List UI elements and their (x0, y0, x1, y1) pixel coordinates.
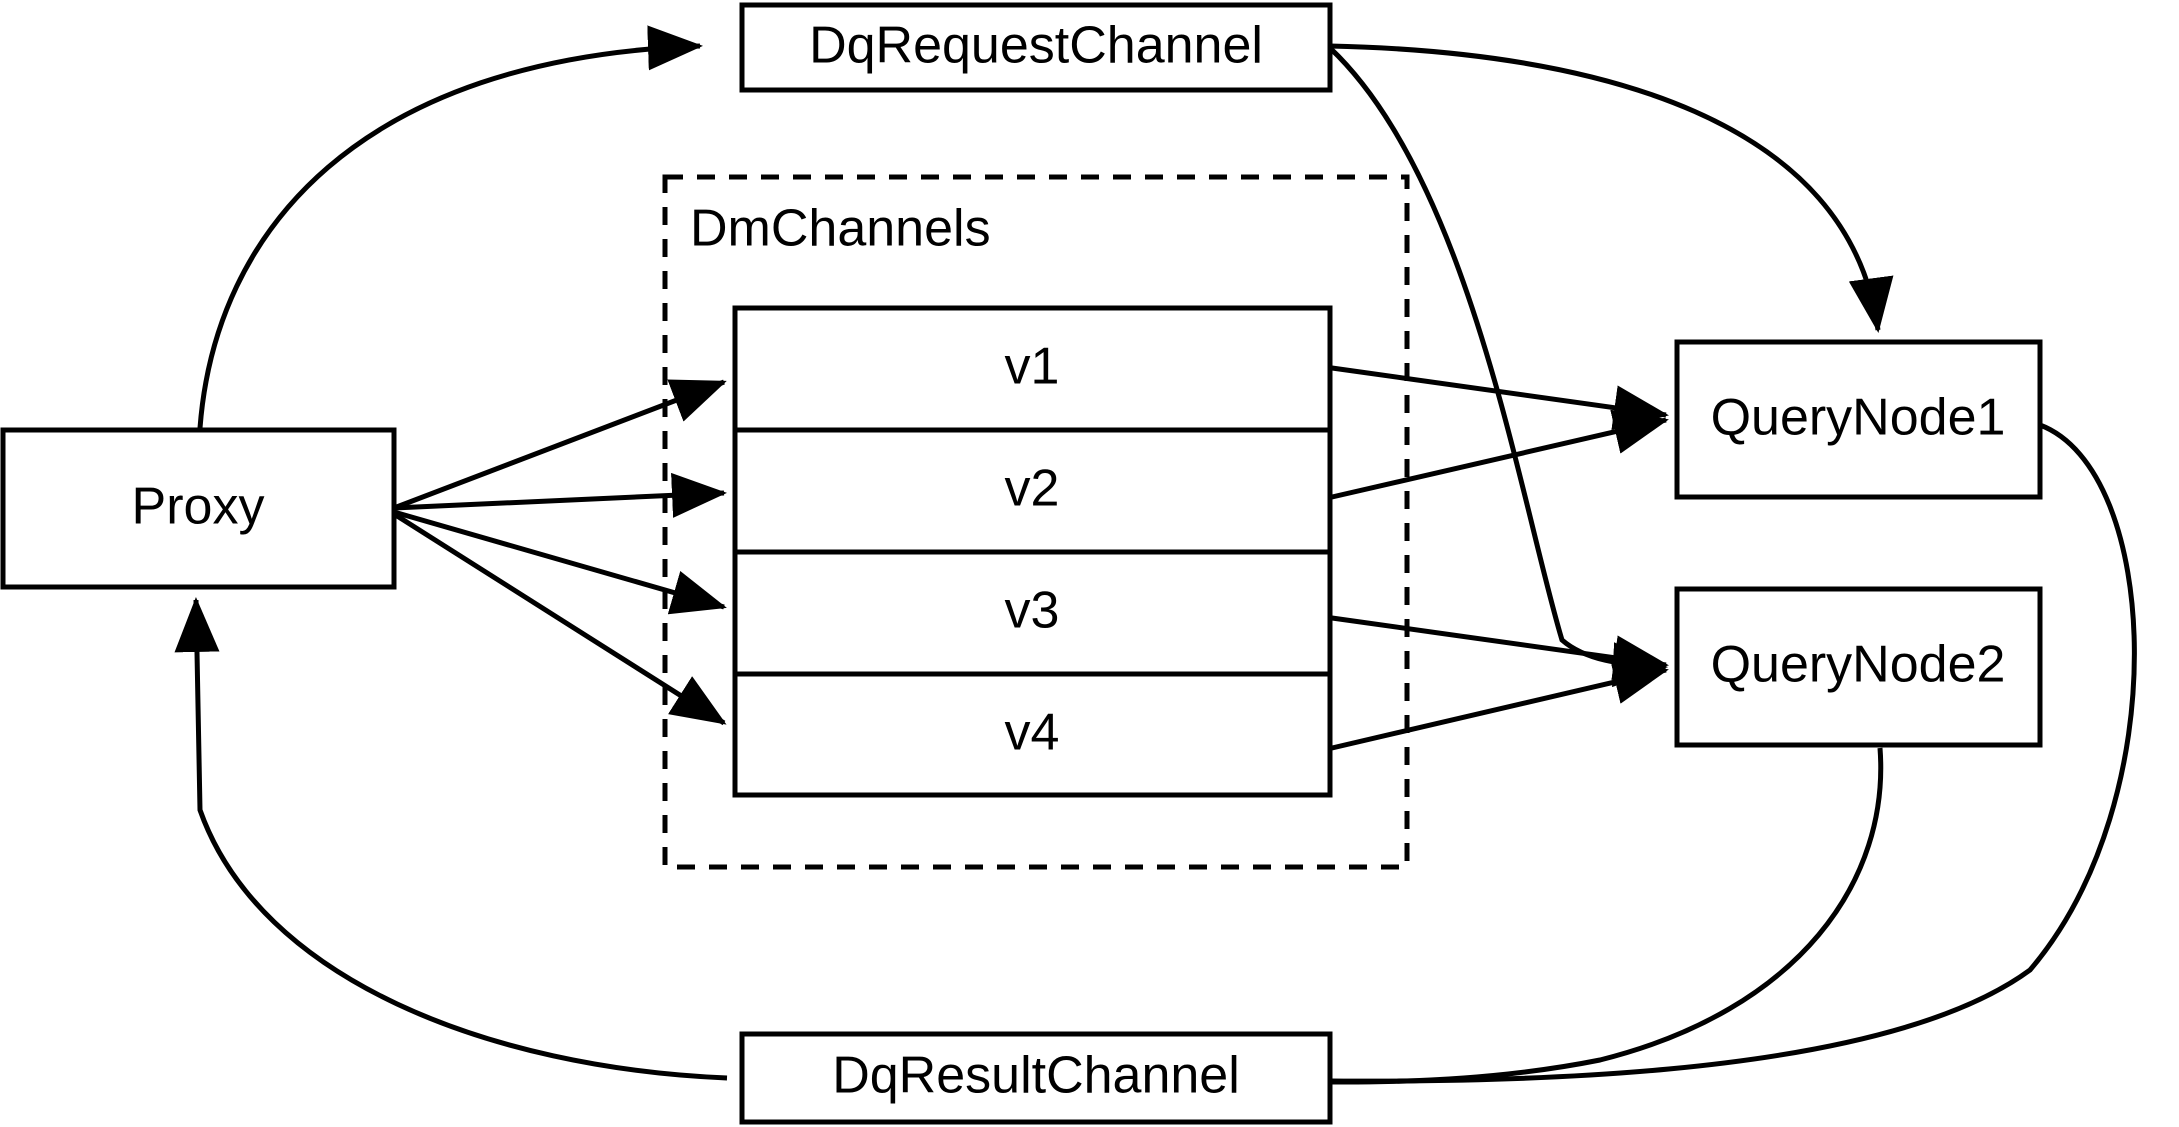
edge-proxy-to-dq-request-channel (197, 25, 703, 429)
node-dq-result-channel-label: DqResultChannel (832, 1047, 1240, 1105)
edge-proxy-to-v4 (392, 511, 727, 726)
edge-query-node-1-to-dq-result-channel (1177, 422, 2137, 1103)
edge-proxy-to-v1 (393, 379, 727, 511)
edge-dq-result-channel-to-proxy (174, 597, 728, 1081)
v-channel-row-v2[interactable]: v2 (1005, 460, 1060, 518)
dm-channels-group-label: DmChannels (690, 200, 991, 258)
edge-v3-to-query-node-1 (1331, 615, 1669, 681)
edge-proxy-to-v3 (393, 509, 727, 615)
edge-proxy-to-v2 (393, 472, 727, 518)
node-query-node-2-label: QueryNode2 (1711, 636, 2006, 694)
node-dq-request-channel-label: DqRequestChannel (809, 17, 1263, 75)
v-channel-row-v4[interactable]: v4 (1005, 704, 1060, 762)
edge-dq-request-channel-to-query-node-1 (1329, 43, 1894, 333)
node-query-node-1-label: QueryNode1 (1711, 389, 2006, 447)
edge-dq-request-channel-to-query-node-2 (1328, 46, 1668, 688)
v-channel-row-v3[interactable]: v3 (1005, 582, 1060, 640)
node-proxy[interactable] (0, 427, 397, 590)
node-proxy-label: Proxy (132, 478, 265, 536)
v-channel-row-v1[interactable]: v1 (1005, 338, 1060, 396)
edge-v2-to-query-node-1 (1331, 409, 1669, 500)
node-query-node-2[interactable] (1674, 586, 2043, 748)
node-dq-result-channel[interactable] (739, 1031, 1333, 1125)
edge-v1-to-query-node-1 (1331, 365, 1669, 431)
edge-v4-to-query-node-2 (1331, 659, 1669, 751)
node-query-node-1[interactable] (1674, 339, 2043, 500)
node-dq-request-channel[interactable] (739, 2, 1333, 93)
dm-channels-group (662, 174, 1410, 870)
